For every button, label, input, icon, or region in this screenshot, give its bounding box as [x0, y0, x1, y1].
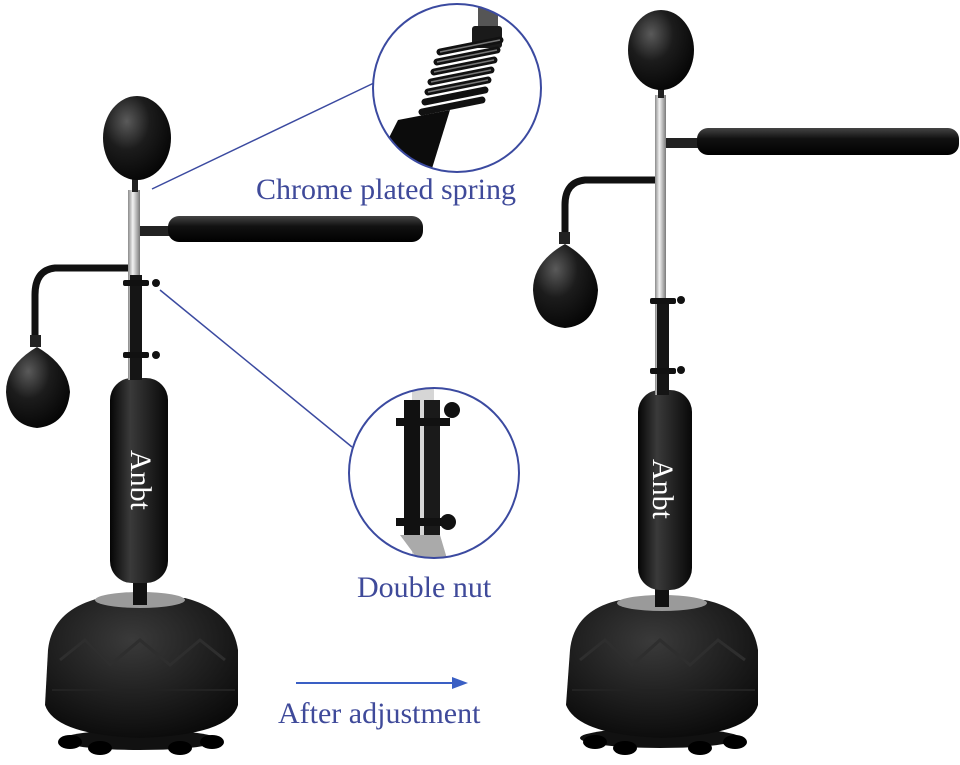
left-horizontal-bar [168, 216, 423, 242]
brand-text-left: Anbt [124, 450, 157, 510]
callout-lines [151, 81, 377, 448]
right-side-arm [561, 176, 655, 232]
double-nut-zoom-callout [348, 387, 520, 559]
right-top-speed-ball [628, 10, 694, 90]
adjustment-arrow [296, 677, 468, 689]
right-chrome-pole [655, 95, 666, 395]
left-body-pad [110, 378, 168, 583]
right-base [566, 595, 758, 755]
after-adjustment-label: After adjustment [278, 697, 481, 730]
spring-callout-label: Chrome plated spring [256, 173, 516, 206]
left-side-speed-ball [6, 347, 70, 428]
brand-text-right: Anbt [646, 459, 679, 519]
left-top-speed-ball [103, 96, 171, 180]
right-side-speed-ball [533, 244, 598, 328]
spring-zoom-callout [372, 3, 542, 173]
left-stand [6, 96, 423, 755]
left-side-arm [31, 264, 128, 335]
right-body-pad [638, 390, 692, 590]
double-nut-callout-label: Double nut [357, 571, 492, 604]
right-stand [533, 10, 959, 755]
right-horizontal-bar [697, 128, 959, 155]
left-base [45, 592, 238, 755]
